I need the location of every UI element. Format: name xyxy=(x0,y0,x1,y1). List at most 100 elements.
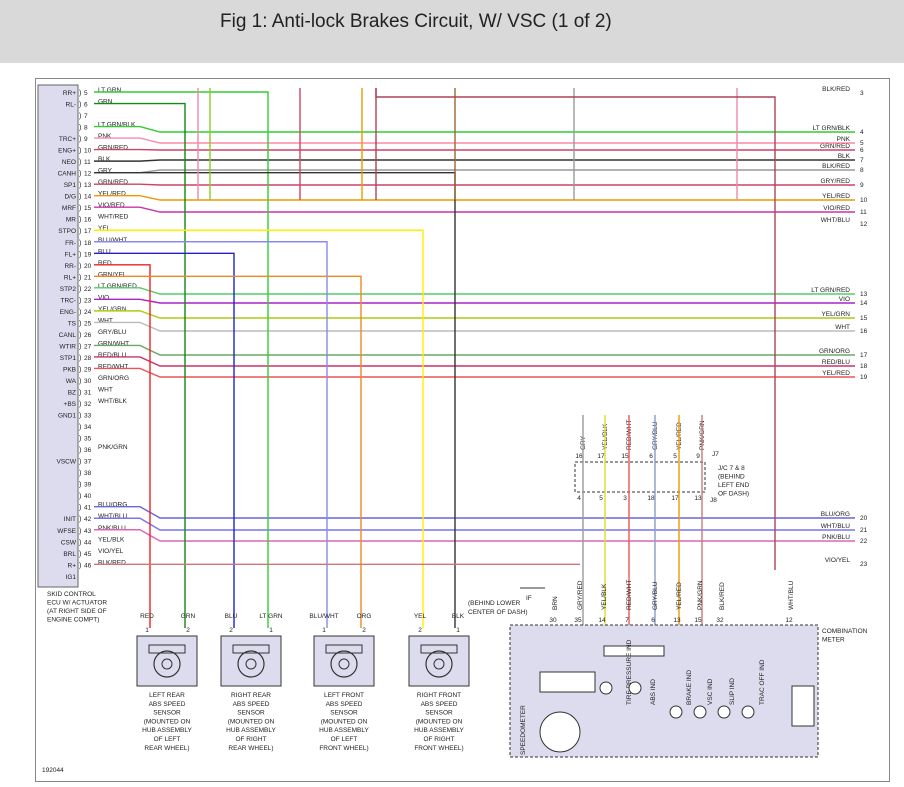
ecu-pin-name: BZ xyxy=(68,390,76,397)
indicator-label: VSC IND xyxy=(707,678,714,705)
ecu-pin-name: FR- xyxy=(65,240,76,247)
right-connector-number: 15 xyxy=(860,315,868,322)
ecu-pin-number: 22 xyxy=(84,286,92,293)
ecu-pin-bracket: ) xyxy=(79,401,81,408)
ecu-pin-number: 39 xyxy=(84,482,92,489)
right-connector-number: 18 xyxy=(860,363,868,370)
ecu-pin-bracket: ) xyxy=(79,459,81,466)
wire-horizontal xyxy=(94,183,855,186)
wire-label: WHT xyxy=(98,317,113,324)
ecu-pin-name: CANL xyxy=(59,332,77,339)
ecu-pin-number: 36 xyxy=(84,447,92,454)
ecu-pin-number: 31 xyxy=(84,390,92,397)
right-wire-label: RED/BLU xyxy=(822,359,850,366)
wire-label: WHT/BLU xyxy=(98,513,128,520)
ecu-pin-number: 9 xyxy=(84,136,88,143)
sensor-wire xyxy=(94,241,328,628)
meter-wire-name: GRY/RED xyxy=(577,580,584,610)
right-wire-label: YEL/GRN xyxy=(821,311,850,318)
wire-label: GRN/RED xyxy=(98,145,128,152)
ecu-pin-name: RL- xyxy=(66,102,76,109)
wire-label: YEL/RED xyxy=(98,191,126,198)
jc-label: LEFT END xyxy=(718,482,750,489)
ecu-pin-bracket: ) xyxy=(79,505,81,512)
sensor-label: REAR WHEEL) xyxy=(144,745,189,752)
right-wire-label: LT GRN/BLK xyxy=(813,125,851,132)
wire-label: PNK xyxy=(98,133,112,140)
indicator-lamp xyxy=(717,705,731,719)
sensor-wire-name: GRN xyxy=(181,613,196,620)
ground-label: CENTER OF DASH) xyxy=(468,609,528,616)
ecu-pin-bracket: ) xyxy=(79,159,81,166)
meter-pin-number: 32 xyxy=(716,617,724,624)
right-connector-number: 23 xyxy=(860,561,868,568)
ecu-pin-number: 42 xyxy=(84,516,92,523)
meter-wire-name: YEL/BLK xyxy=(601,583,608,610)
ecu-pin-bracket: ) xyxy=(79,217,81,224)
wire-label: BLK/RED xyxy=(98,559,126,566)
ecu-label: ENGINE COMPT) xyxy=(47,617,99,624)
abs-sensor-rotor xyxy=(245,658,257,670)
indicator-lamp xyxy=(599,681,613,695)
sensor-label: RIGHT REAR xyxy=(231,692,271,699)
wire-label: GRY xyxy=(98,168,113,175)
ecu-pin-number: 25 xyxy=(84,320,92,327)
ecu-pin-bracket: ) xyxy=(79,424,81,431)
ecu-pin-bracket: ) xyxy=(79,378,81,385)
abs-sensor-head xyxy=(325,644,363,654)
ecu-pin-number: 21 xyxy=(84,274,92,281)
meter-pin-number: 35 xyxy=(574,617,582,624)
ecu-pin-number: 5 xyxy=(84,90,88,97)
ecu-pin-number: 28 xyxy=(84,355,92,362)
sensor-label: LEFT FRONT xyxy=(324,692,364,699)
right-wire-label: WHT/BLU xyxy=(821,523,851,530)
ecu-pin-name: RL+ xyxy=(64,274,76,281)
sensor-wire-name: RED xyxy=(140,613,154,620)
ecu-pin-number: 40 xyxy=(84,493,92,500)
right-wire-label: VIO/RED xyxy=(823,205,850,212)
wire-label: VIO/YEL xyxy=(98,548,124,555)
sensor-label: (MOUNTED ON xyxy=(228,718,275,725)
right-wire-label: VIO xyxy=(839,296,850,303)
sensor-label: OF RIGHT xyxy=(235,736,266,743)
right-connector-number: 19 xyxy=(860,374,868,381)
speedometer-dial xyxy=(539,711,581,753)
sensor-label: REAR WHEEL) xyxy=(228,745,273,752)
wire-horizontal xyxy=(94,356,855,367)
sensor-wire xyxy=(94,91,269,628)
meter-pin-number: 12 xyxy=(785,617,793,624)
ecu-pin-number: 37 xyxy=(84,459,92,466)
sensor-label: HUB ASSEMBLY xyxy=(319,727,369,734)
ecu-pin-bracket: ) xyxy=(79,309,81,316)
meter-pin-number: 14 xyxy=(598,617,606,624)
ecu-pin-bracket: ) xyxy=(79,366,81,373)
wire-label: YEL/BLK xyxy=(98,536,125,543)
ground-label: (BEHIND LOWER xyxy=(468,600,521,607)
ecu-pin-name: CSW xyxy=(61,539,77,546)
wire-label: GRY/BLU xyxy=(98,329,127,336)
title-bar: Fig 1: Anti-lock Brakes Circuit, W/ VSC … xyxy=(0,0,904,63)
abs-sensor-body xyxy=(136,635,198,687)
ecu-pin-bracket: ) xyxy=(79,228,81,235)
ecu-pin-bracket: ) xyxy=(79,205,81,212)
wire-label: RED/WHT xyxy=(98,363,128,370)
ecu-pin-name: TS xyxy=(68,320,77,327)
ecu-pin-number: 33 xyxy=(84,413,92,420)
ecu-pin-bracket: ) xyxy=(79,332,81,339)
ecu-pin-bracket: ) xyxy=(79,493,81,500)
wire-label: LT GRN xyxy=(98,87,122,94)
ecu-pin-bracket: ) xyxy=(79,182,81,189)
ecu-pin-number: 13 xyxy=(84,182,92,189)
ecu-pin-number: 26 xyxy=(84,332,92,339)
ecu-pin-name: INIT xyxy=(64,516,76,523)
ecu-pin-bracket: ) xyxy=(79,539,81,546)
diagram-frame xyxy=(35,78,890,782)
meter-pin-number: 7 xyxy=(625,617,629,624)
meter-wire-name: GRY/BLU xyxy=(652,581,659,610)
ecu-pin-name: RR+ xyxy=(63,90,76,97)
sensor-label: FRONT WHEEL) xyxy=(319,745,368,752)
jc-top-tag: J7 xyxy=(712,451,719,458)
ecu-pin-bracket: ) xyxy=(79,297,81,304)
ecu-pin-name: WTIR xyxy=(59,343,76,350)
right-wire-label: PNK/BLU xyxy=(822,534,850,541)
